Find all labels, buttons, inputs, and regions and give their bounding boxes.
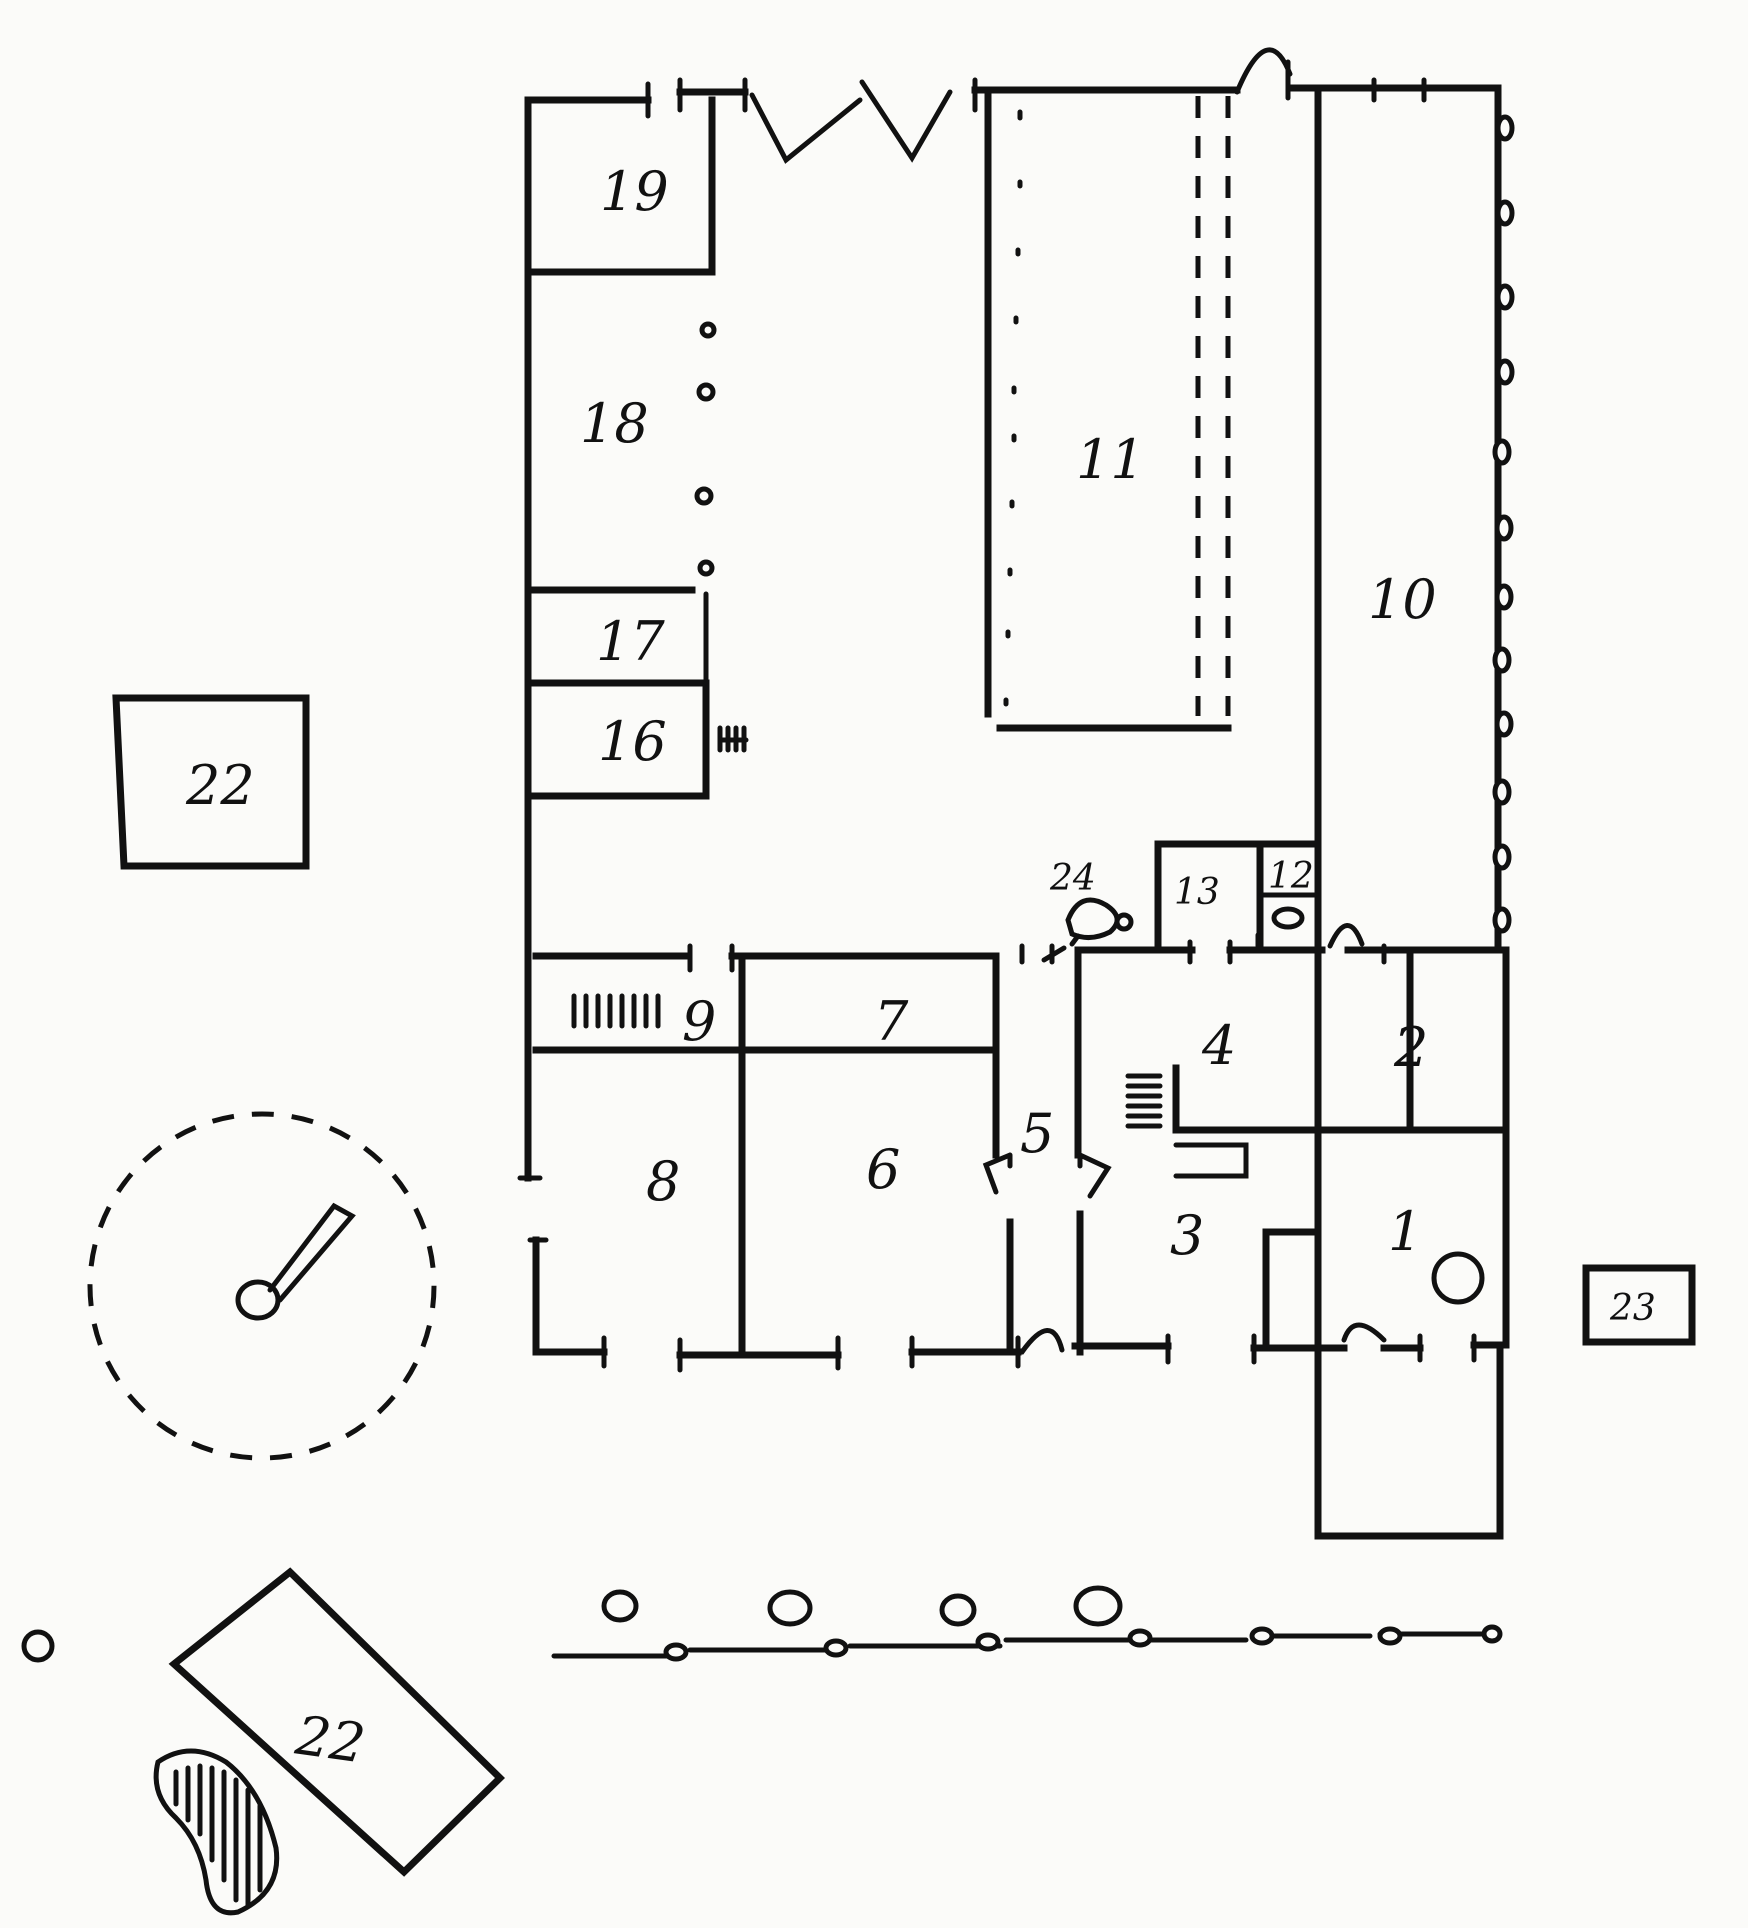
room-label-15: 17 (596, 610, 665, 673)
room-label-7: 7 (874, 990, 909, 1053)
south-rooms (517, 1046, 1504, 1540)
middle-band (532, 923, 1510, 1356)
fence-line (551, 1585, 1503, 1662)
detached-structures (21, 694, 1696, 1916)
room-label-5: 5 (1020, 1102, 1054, 1165)
room-label-24: 24 (1049, 858, 1096, 899)
room-label-11: 11 (1076, 428, 1145, 491)
hall-11 (984, 88, 1232, 732)
room-label-1: 1 (1388, 1200, 1422, 1263)
room-label-10: 10 (1368, 568, 1437, 631)
room-label-19: 22 (291, 1703, 369, 1775)
top-doors (645, 47, 1427, 164)
room-label-4: 4 (1201, 1014, 1236, 1077)
room-label-2: 2 (1393, 1016, 1428, 1079)
room-label-12: 12 (1268, 856, 1314, 897)
room-labels: 19 18 17 16 11 10 22 24 13 12 9 7 4 2 5 … (185, 160, 1656, 1776)
room-label-8: 8 (646, 1150, 680, 1213)
room-label-17: 19 (600, 160, 669, 223)
room-label-18: 22 (185, 754, 255, 817)
threshing-circle (87, 1111, 437, 1461)
room-label-16: 18 (580, 392, 649, 455)
room-label-13: 13 (1174, 872, 1220, 913)
room-label-22: 23 (1609, 1288, 1656, 1329)
outer-walls (524, 84, 1510, 1539)
north-west-rooms (524, 96, 749, 800)
service-rooms-12-13 (1065, 840, 1322, 950)
room-label-3: 3 (1170, 1204, 1204, 1267)
colonnade-10 (1492, 114, 1515, 934)
room-label-6: 6 (866, 1138, 900, 1201)
room-label-14: 16 (598, 710, 667, 773)
room-label-9: 9 (682, 990, 716, 1053)
